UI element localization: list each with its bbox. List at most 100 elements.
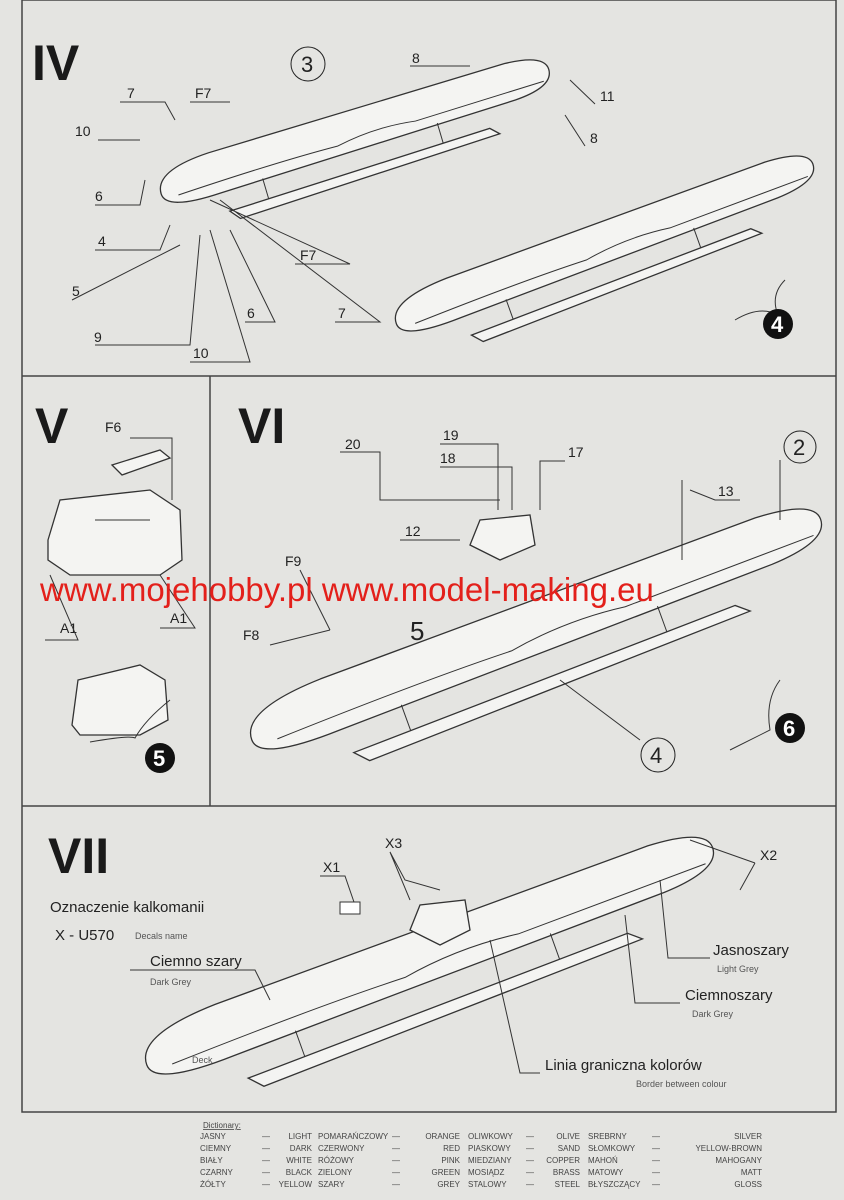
callout: 12 — [405, 523, 421, 539]
watermark: www.mojehobby.pl www.model-making.eu — [39, 571, 654, 608]
dash: — — [526, 1132, 534, 1141]
dictionary-term-pl: STALOWY — [468, 1180, 507, 1189]
dictionary-term-pl: BIAŁY — [200, 1156, 223, 1165]
color-label-en: Light Grey — [717, 964, 759, 974]
dictionary-term-pl: MAHOŃ — [588, 1156, 618, 1165]
callout: 5 — [72, 283, 80, 299]
callout: 19 — [443, 427, 459, 443]
step-badge — [763, 309, 793, 339]
dictionary-term-en: MAHOGANY — [715, 1156, 762, 1165]
color-label: Jasnoszary — [713, 942, 789, 959]
dictionary-term-en: YELLOW — [279, 1180, 313, 1189]
callout: 18 — [440, 450, 456, 466]
callout: F6 — [105, 419, 122, 435]
dash: — — [392, 1132, 400, 1141]
dictionary-term-pl: CIEMNY — [200, 1144, 232, 1153]
step-badge — [775, 713, 805, 743]
dictionary-term-pl: OLIWKOWY — [468, 1132, 514, 1141]
step-numeral: VII — [48, 828, 109, 884]
dictionary-term-en: OLIVE — [556, 1132, 580, 1141]
color-label: Linia graniczna kolorów — [545, 1057, 702, 1074]
callout: 10 — [75, 123, 91, 139]
callout: 8 — [412, 50, 420, 66]
step-badge-number: 5 — [153, 746, 165, 771]
dictionary-term-en: ORANGE — [425, 1132, 460, 1141]
panel-vi: VI 19 18 17 20 12 13 2 F9 F8 5 4 6 — [238, 398, 844, 796]
dash: — — [526, 1144, 534, 1153]
conning-tower-assembled — [71, 664, 169, 736]
dictionary-term-en: PINK — [441, 1156, 460, 1165]
panel-iv: IV 3 8 11 8 7 F7 10 6 4 5 9 10 6 F7 7 4 — [32, 35, 832, 367]
callout: 5 — [410, 616, 424, 646]
dash: — — [262, 1132, 270, 1141]
dictionary-term-en: GLOSS — [734, 1180, 762, 1189]
dash: — — [652, 1156, 660, 1165]
dictionary-term-pl: ŻÓŁTY — [200, 1180, 226, 1189]
callout: A1 — [60, 620, 77, 636]
callout: F8 — [243, 627, 260, 643]
dictionary-term-pl: ZIELONY — [318, 1168, 353, 1177]
dictionary-term-en: STEEL — [555, 1180, 581, 1189]
deck-label: Deck — [192, 1055, 213, 1065]
dash: — — [526, 1156, 534, 1165]
dictionary-term-pl: BŁYSZCZĄCY — [588, 1180, 641, 1189]
dictionary-term-en: DARK — [290, 1144, 313, 1153]
dictionary-term-pl: CZERWONY — [318, 1144, 365, 1153]
dash: — — [262, 1180, 270, 1189]
dictionary-term-en: SILVER — [734, 1132, 762, 1141]
dictionary-term-en: RED — [443, 1144, 460, 1153]
part-f6 — [110, 449, 172, 476]
dictionary-term-pl: POMARAŃCZOWY — [318, 1132, 389, 1141]
dash: — — [392, 1144, 400, 1153]
callout: 20 — [345, 436, 361, 452]
dictionary-term-en: BLACK — [286, 1168, 313, 1177]
step-badge — [145, 743, 175, 773]
color-dictionary: Dictionary: JASNY—LIGHTCIEMNY—DARKBIAŁY—… — [200, 1121, 763, 1189]
dash: — — [392, 1156, 400, 1165]
dash: — — [262, 1144, 270, 1153]
callout: 2 — [793, 435, 805, 460]
part-circle — [290, 46, 326, 82]
dash: — — [652, 1144, 660, 1153]
color-label-en: Border between colour — [636, 1079, 727, 1089]
dash: — — [392, 1168, 400, 1177]
dictionary-term-en: WHITE — [286, 1156, 312, 1165]
callout: 7 — [338, 305, 346, 321]
step-badge-number: 4 — [771, 312, 784, 337]
step-numeral: VI — [238, 398, 285, 454]
color-label: Ciemno szary — [150, 953, 242, 970]
callout: 13 — [718, 483, 734, 499]
callout: F9 — [285, 553, 302, 569]
conning-tower — [469, 514, 536, 561]
dictionary-term-pl: MOSIĄDZ — [468, 1168, 505, 1177]
dictionary-term-pl: SREBRNY — [588, 1132, 627, 1141]
sheet-frame — [21, 0, 837, 1113]
callout: 4 — [650, 743, 662, 768]
dash: — — [262, 1156, 270, 1165]
callout: 3 — [301, 52, 313, 77]
callout: 4 — [98, 233, 106, 249]
callout: 6 — [247, 305, 255, 321]
panel-v: V F6 A1 A1 5 — [35, 398, 196, 773]
dictionary-term-pl: PIASKOWY — [468, 1144, 511, 1153]
callout: F7 — [300, 247, 317, 263]
callout: 8 — [590, 130, 598, 146]
decal-name-en: Decals name — [135, 931, 188, 941]
callout: 17 — [568, 444, 584, 460]
dictionary-term-en: GREEN — [432, 1168, 461, 1177]
color-label: Ciemnoszary — [685, 987, 773, 1004]
dictionary-term-pl: SZARY — [318, 1180, 345, 1189]
callout: X3 — [385, 835, 402, 851]
callout: 9 — [94, 329, 102, 345]
callout: 7 — [127, 85, 135, 101]
dash: — — [652, 1180, 660, 1189]
color-label-en: Dark Grey — [150, 977, 192, 987]
conning-tower — [409, 899, 471, 946]
callout: X2 — [760, 847, 777, 863]
dash: — — [652, 1168, 660, 1177]
dictionary-term-en: GREY — [437, 1180, 460, 1189]
dictionary-term-pl: CZARNY — [200, 1168, 234, 1177]
callout: 6 — [95, 188, 103, 204]
dictionary-term-pl: JASNY — [200, 1132, 226, 1141]
